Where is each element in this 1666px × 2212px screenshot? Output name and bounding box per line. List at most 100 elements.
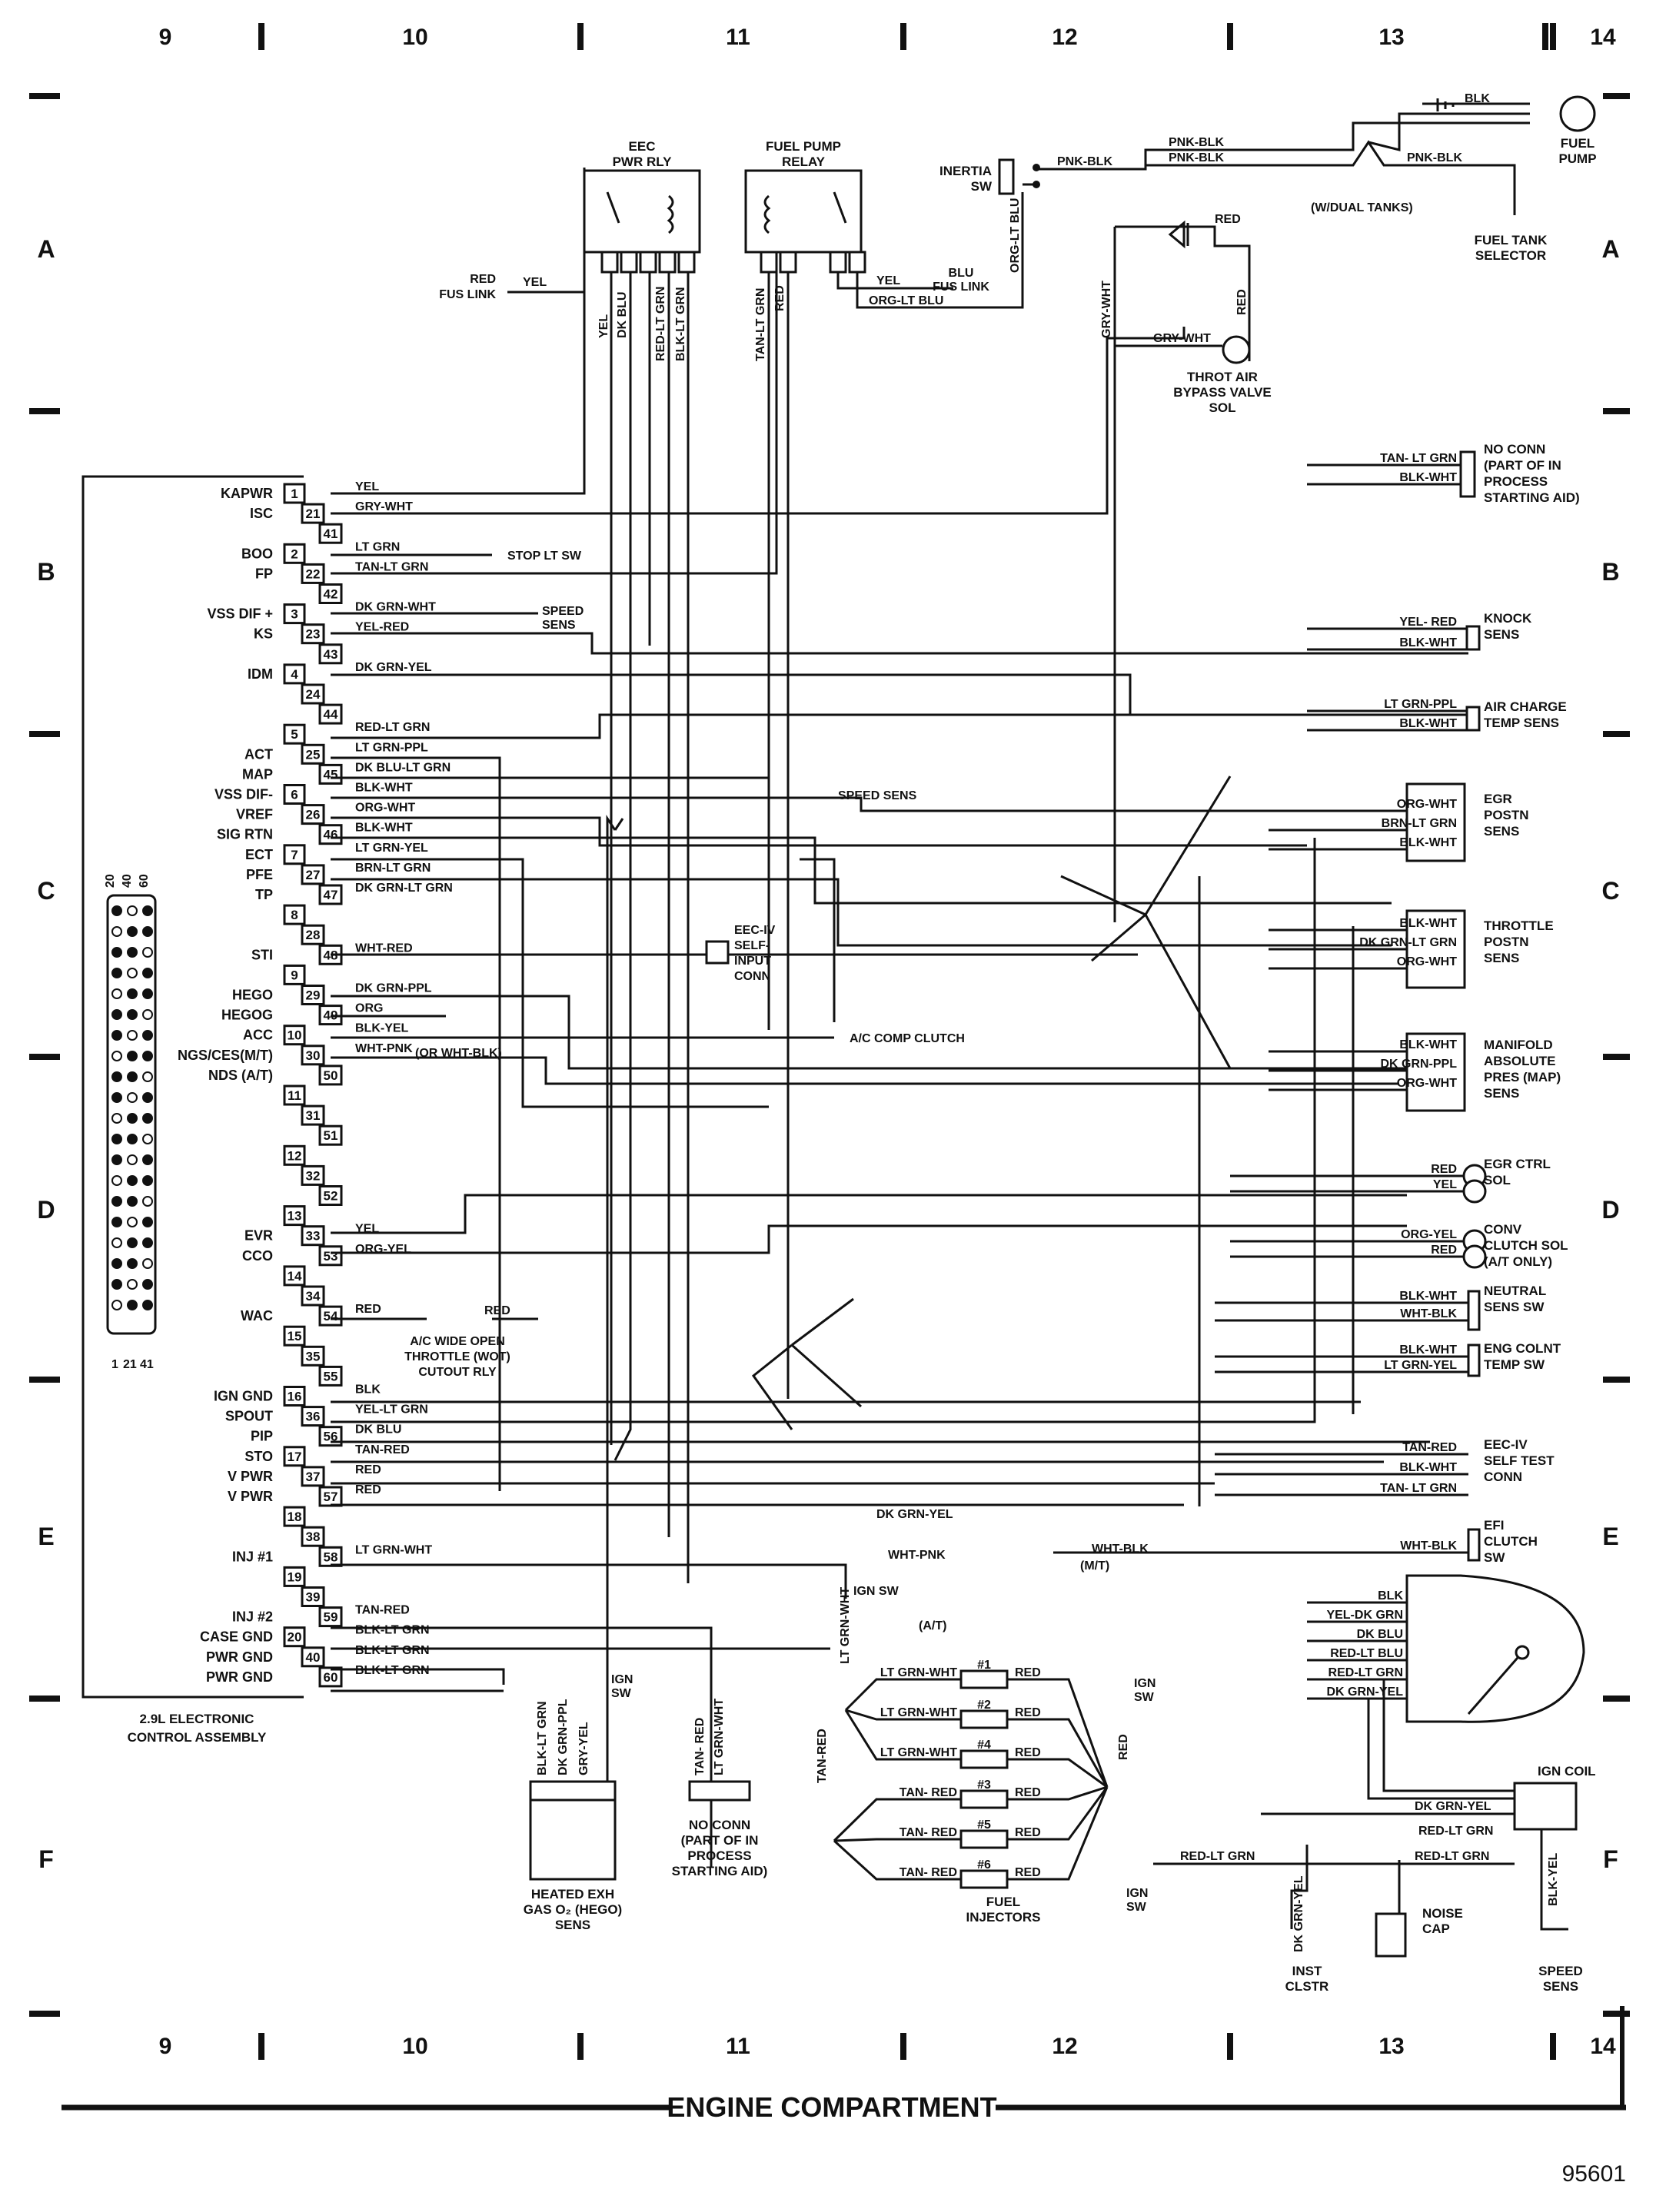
svg-text:LT GRN-WHT: LT GRN-WHT bbox=[713, 1699, 726, 1775]
right-component-name: AIR CHARGE bbox=[1484, 699, 1567, 714]
ecu-pin-1: 1 bbox=[291, 487, 298, 501]
ecu-signal-label: EVR bbox=[244, 1228, 273, 1244]
ecu-pin-15: 15 bbox=[288, 1329, 302, 1343]
ecu-wire-label: BLK-LT GRN bbox=[355, 1664, 430, 1677]
injector-body bbox=[959, 1869, 1009, 1889]
grid-col-bottom-12: 12 bbox=[1052, 2034, 1077, 2059]
grid-col-14: 14 bbox=[1590, 25, 1616, 50]
svg-text:FUEL TANK: FUEL TANK bbox=[1475, 233, 1548, 247]
injector-body bbox=[959, 1789, 1009, 1809]
ecu-signal-label: VSS DIF + bbox=[207, 606, 273, 622]
ecu-signal-label: ECT bbox=[245, 847, 273, 862]
tfi-wire-label: RED-LT BLU bbox=[1330, 1647, 1403, 1660]
right-component-name: MANIFOLD bbox=[1484, 1038, 1553, 1052]
svg-text:RED: RED bbox=[1215, 213, 1241, 226]
svg-text:THROT AIR: THROT AIR bbox=[1187, 370, 1258, 384]
right-component-name: EFI bbox=[1484, 1518, 1504, 1533]
ecu-signal-label: BOO bbox=[241, 546, 273, 561]
right-component-name: TEMP SENS bbox=[1484, 716, 1559, 730]
svg-text:STARTING AID): STARTING AID) bbox=[672, 1864, 768, 1878]
ecu-pin-60: 60 bbox=[324, 1670, 338, 1685]
ecu-wire-label: DK GRN-WHT bbox=[355, 601, 436, 614]
ecu-pin-11: 11 bbox=[288, 1088, 301, 1103]
ecu-wire-label: TAN-RED bbox=[355, 1443, 410, 1456]
svg-text:GRY-YEL: GRY-YEL bbox=[577, 1722, 590, 1775]
footer-title: ENGINE COMPARTMENT bbox=[667, 2091, 996, 2123]
injector-right-wire: RED bbox=[1015, 1706, 1041, 1719]
ecu-pin-57: 57 bbox=[324, 1490, 338, 1504]
right-component-wire: ORG-WHT bbox=[1397, 1077, 1457, 1090]
svg-text:STOP LT SW: STOP LT SW bbox=[507, 550, 582, 563]
ecu-pin-box bbox=[301, 985, 325, 1005]
ecu-signal-label: IDM bbox=[248, 666, 273, 682]
svg-text:RED-LT GRN: RED-LT GRN bbox=[1418, 1825, 1493, 1838]
ecu-signal-label: SIG RTN bbox=[217, 827, 273, 842]
svg-text:BLK-YEL: BLK-YEL bbox=[1547, 1852, 1560, 1906]
svg-text:YEL: YEL bbox=[876, 274, 900, 287]
ecu-signal-label: KAPWR bbox=[221, 486, 273, 501]
ecu-wire-label: BLK bbox=[355, 1383, 381, 1397]
ecu-wire-label: ORG-WHT bbox=[355, 802, 415, 815]
svg-text:BLK-LT GRN: BLK-LT GRN bbox=[674, 287, 687, 361]
ecu-pin-54: 54 bbox=[324, 1309, 338, 1324]
injector-left-wire: LT GRN-WHT bbox=[880, 1706, 957, 1719]
ecu-pin-39: 39 bbox=[306, 1590, 321, 1605]
right-component-name: POSTN bbox=[1484, 808, 1529, 822]
ecu-pin-23: 23 bbox=[306, 627, 321, 642]
ecu-pin-9: 9 bbox=[291, 968, 298, 982]
right-component-wire: YEL- RED bbox=[1399, 616, 1457, 629]
right-component-shapes bbox=[529, 450, 1585, 1958]
tfi-wire-label: DK BLU bbox=[1357, 1628, 1403, 1641]
ecu-pin-24: 24 bbox=[306, 687, 321, 702]
svg-text:INERTIA: INERTIA bbox=[939, 164, 992, 178]
right-component-wire: RED bbox=[1431, 1163, 1457, 1176]
svg-text:CONN: CONN bbox=[734, 970, 770, 983]
right-component-name: CONV bbox=[1484, 1222, 1522, 1237]
injector-right-wire: RED bbox=[1015, 1786, 1041, 1799]
svg-text:NOISE: NOISE bbox=[1422, 1906, 1463, 1921]
ecu-pin-4: 4 bbox=[291, 667, 298, 682]
svg-text:TAN- RED: TAN- RED bbox=[693, 1718, 707, 1775]
ecu-pin-box bbox=[301, 503, 325, 524]
ecu-pin-13: 13 bbox=[288, 1209, 302, 1224]
ecu-pin-box bbox=[301, 1345, 325, 1367]
ecu-pin-box bbox=[283, 543, 306, 564]
svg-text:WHT-BLK: WHT-BLK bbox=[1092, 1543, 1149, 1556]
svg-text:BLU: BLU bbox=[949, 267, 974, 280]
ecu-wire-label: YEL-RED bbox=[355, 621, 409, 634]
svg-text:SW: SW bbox=[611, 1687, 632, 1700]
svg-text:SPEED: SPEED bbox=[1538, 1964, 1583, 1978]
svg-text:INJECTORS: INJECTORS bbox=[966, 1910, 1041, 1925]
svg-text:RED: RED bbox=[1235, 289, 1249, 315]
svg-text:TAN-LT GRN: TAN-LT GRN bbox=[754, 288, 767, 361]
svg-text:CLSTR: CLSTR bbox=[1285, 1979, 1329, 1994]
svg-text:SENS: SENS bbox=[542, 619, 576, 632]
ecu-pin-box bbox=[318, 583, 343, 604]
svg-text:CUTOUT RLY: CUTOUT RLY bbox=[418, 1366, 497, 1379]
grid-col-bottom-14: 14 bbox=[1590, 2034, 1616, 2059]
injector-right-wire: RED bbox=[1015, 1826, 1041, 1839]
ecu-pin-box bbox=[283, 1084, 306, 1106]
ecu-wire-label: DK BLU bbox=[355, 1423, 401, 1436]
svg-text:DK GRN-YEL: DK GRN-YEL bbox=[1292, 1875, 1305, 1952]
ecu-signal-label: STO bbox=[244, 1449, 273, 1464]
ecu-wire-label: DK GRN-LT GRN bbox=[355, 882, 453, 895]
ecu-signal-label: PWR GND bbox=[206, 1669, 273, 1685]
svg-text:FUS LINK: FUS LINK bbox=[933, 281, 989, 294]
grid-col-9: 9 bbox=[159, 25, 172, 50]
svg-text:A/C COMP CLUTCH: A/C COMP CLUTCH bbox=[850, 1032, 965, 1045]
top-component-shapes bbox=[998, 95, 1596, 364]
ecu-pin-50: 50 bbox=[324, 1068, 338, 1083]
right-component-name: (A/T ONLY) bbox=[1484, 1254, 1552, 1269]
svg-text:IGN: IGN bbox=[611, 1673, 633, 1686]
svg-text:PROCESS: PROCESS bbox=[687, 1848, 751, 1863]
injector-right-wire: RED bbox=[1015, 1866, 1041, 1879]
right-component-name: CONN bbox=[1484, 1470, 1522, 1484]
ecu-wire-label: RED-LT GRN bbox=[355, 721, 430, 734]
svg-text:RED: RED bbox=[470, 273, 496, 286]
right-wires bbox=[1053, 463, 1568, 1931]
svg-text:SELECTOR: SELECTOR bbox=[1475, 248, 1546, 263]
